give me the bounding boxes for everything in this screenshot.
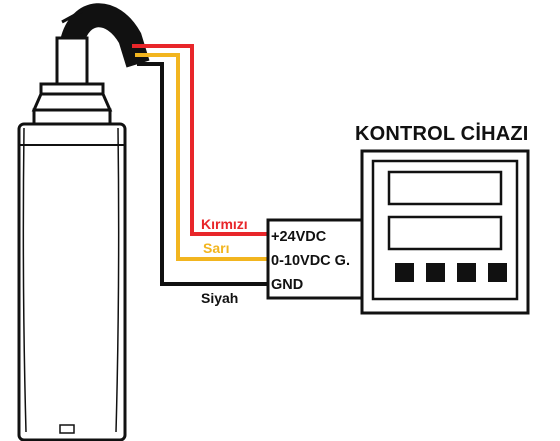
wire-yellow bbox=[135, 53, 270, 261]
display-upper bbox=[387, 170, 503, 206]
key-2 bbox=[426, 263, 445, 282]
wire-black bbox=[137, 62, 270, 286]
wire-black-label: Siyah bbox=[201, 290, 239, 306]
level-sensor-probe bbox=[17, 36, 127, 441]
wire-yellow-label: Sarı bbox=[203, 240, 230, 256]
terminal-supply-label: +24VDC bbox=[271, 229, 327, 245]
terminal-signal-label: 0-10VDC G. bbox=[271, 253, 350, 269]
key-4 bbox=[488, 263, 507, 282]
key-1 bbox=[395, 263, 414, 282]
terminal-ground-label: GND bbox=[271, 277, 304, 293]
key-3 bbox=[457, 263, 476, 282]
control-device-title: KONTROL CİHAZI bbox=[355, 123, 529, 145]
display-lower bbox=[387, 215, 503, 251]
control-device bbox=[360, 149, 530, 315]
wire-red-label: Kırmızı bbox=[201, 216, 248, 232]
sensor-cable bbox=[60, 3, 150, 68]
wire-red bbox=[132, 44, 270, 236]
